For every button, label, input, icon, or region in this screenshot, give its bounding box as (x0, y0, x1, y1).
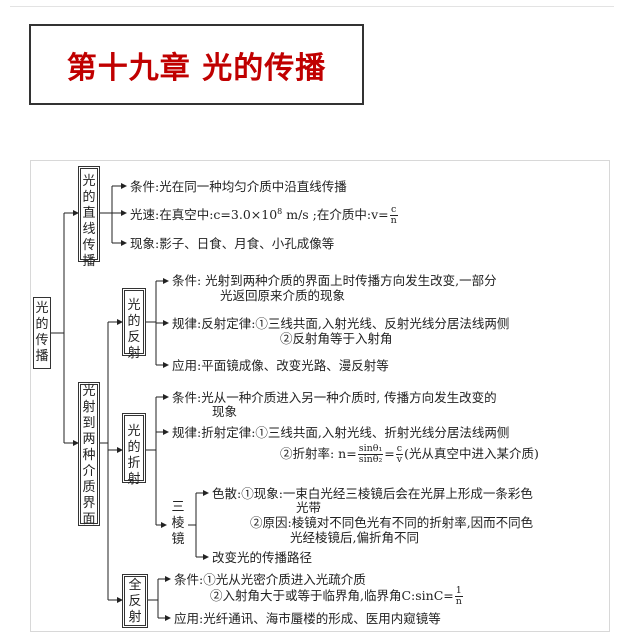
sin-ratio-denominator: sinθ₂ (358, 454, 383, 465)
prism-path: 改变光的传播路径 (212, 550, 313, 565)
refraction-condition-1: 条件:光从一种介质进入另一种介质时, 传播方向发生改变的 (172, 390, 497, 405)
prism-label: 三棱镜 (171, 500, 185, 547)
chapter-title-box: 第十九章 光的传播 (29, 24, 364, 105)
refractive-index-text: ②折射率: n= (280, 446, 357, 461)
reflection-label: 光的反射 (127, 298, 141, 361)
interface-label: 光射到两种介质界面 (82, 384, 96, 527)
light-speed-text: 光速:在真空中:c=3.0×10 (130, 207, 278, 223)
light-speed-exponent: 8 (277, 207, 283, 216)
reflection-condition-1: 条件: 光射到两种介质的界面上时传播方向发生改变,一部分 (172, 273, 497, 288)
straight-phenomena: 现象:影子、日食、月食、小孔成像等 (130, 236, 335, 251)
tir-condition-2-text: ②入射角大于或等于临界角,临界角C: (210, 588, 416, 603)
root-node-label: 光的传播 (35, 301, 49, 364)
top-divider (10, 6, 614, 7)
dispersion-3: ②原因:棱镜对不同色光有不同的折射率,因而不同色 (250, 515, 534, 530)
dispersion-1: 色散:①现象:一束白光经三棱镜后会在光屏上形成一条彩色 (212, 486, 533, 501)
tir-application: 应用:光纤通讯、海市蜃楼的形成、医用内窥镜等 (174, 611, 441, 626)
straight-propagation-label: 光的直线传播 (82, 174, 96, 269)
equals-sign: = (384, 446, 395, 461)
light-speed-unit: m/s ;在介质中: (282, 207, 372, 223)
speed-ratio-denominator: v (396, 454, 403, 465)
dispersion-2: 光带 (296, 500, 322, 515)
reflection-box (122, 288, 146, 356)
straight-condition: 条件:光在同一种均匀介质中沿直线传播 (130, 179, 347, 194)
dispersion-4: 光经棱镜后,偏折角不同 (290, 530, 419, 545)
medium-speed-v: v= (371, 207, 389, 223)
refraction-box (122, 413, 146, 483)
reflection-application: 应用:平面镜成像、改变光路、漫反射等 (172, 358, 389, 373)
sin-ratio-numerator: sinθ₁ (357, 443, 384, 455)
tir-condition-1: 条件:①光从光密介质进入光疏介质 (174, 572, 366, 587)
reflection-law-1: 规律:反射定律:①三线共面,入射光线、反射光线分居法线两侧 (172, 316, 510, 331)
fraction-denominator: n (390, 215, 397, 227)
refraction-label: 光的折射 (127, 424, 141, 487)
reflection-condition-2: 光返回原来介质的现象 (220, 288, 346, 303)
chapter-title: 第十九章 光的传播 (66, 50, 327, 86)
critical-denominator: n (455, 596, 462, 607)
critical-angle-formula: sinC= (415, 588, 454, 603)
fraction-numerator: c (389, 204, 398, 217)
speed-ratio-numerator: c (395, 443, 404, 455)
interface-box (78, 382, 100, 526)
tir-box (122, 574, 148, 628)
reflection-law-2: ②反射角等于入射角 (280, 331, 393, 346)
mindmap-frame (30, 160, 610, 632)
refraction-condition-2: 现象 (212, 404, 238, 419)
tir-label: 全反射 (128, 578, 142, 625)
critical-numerator: 1 (454, 585, 463, 597)
refractive-index-note: (光从真空中进入某介质) (404, 446, 539, 461)
refraction-law-1: 规律:折射定律:①三线共面,入射光线、折射光线分居法线两侧 (172, 425, 510, 440)
root-node-box (33, 297, 51, 369)
straight-propagation-box (78, 166, 100, 262)
